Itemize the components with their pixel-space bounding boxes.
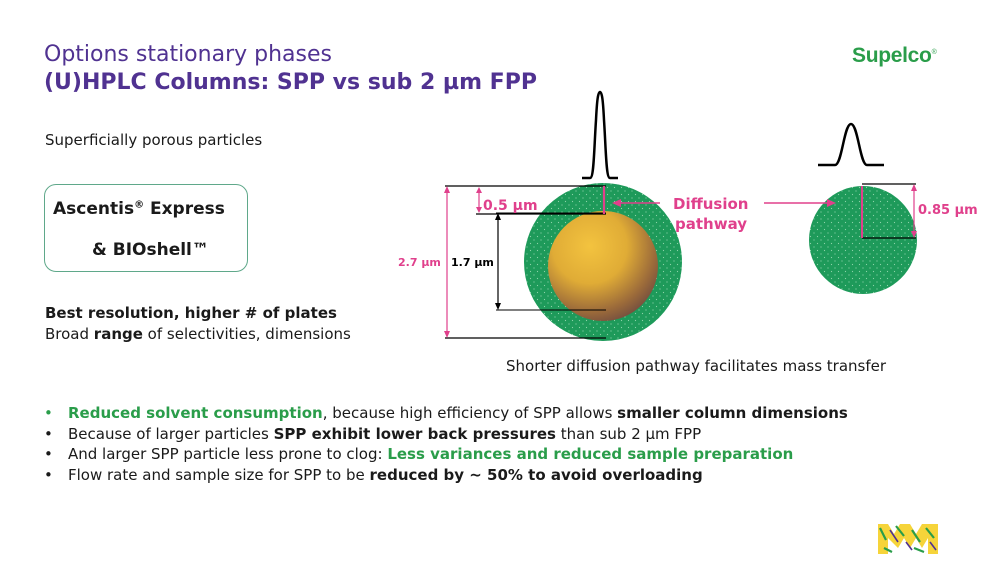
benefit-detail: Broad range of selectivities, dimensions — [45, 325, 351, 343]
total-diameter-label: 2.7 µm — [398, 256, 441, 269]
list-item: Because of larger particles SPP exhibit … — [44, 424, 848, 445]
bullet-1-text: , because high efficiency of SPP allows — [322, 404, 618, 422]
fpp-particle — [809, 186, 917, 294]
logo-registered-mark: ® — [931, 49, 937, 56]
benefit-detail-pre: Broad — [45, 325, 94, 343]
bullet-2-bold: SPP exhibit lower back pressures — [273, 424, 556, 443]
fpp-radius-label: 0.85 µm — [918, 203, 978, 218]
benefit-detail-bold: range — [93, 325, 143, 343]
particle-type-label: Superficially porous particles — [45, 131, 263, 149]
slide-title: (U)HPLC Columns: SPP vs sub 2 µm FPP — [44, 70, 537, 95]
bullet-1-bold: smaller column dimensions — [617, 404, 848, 422]
bullet-2-post: than sub 2 µm FPP — [555, 424, 702, 443]
brand-registered-mark: ® — [134, 199, 145, 211]
bullet-3-highlight: Less variances and reduced sample prepar… — [387, 445, 794, 463]
benefit-headline: Best resolution, higher # of plates — [45, 304, 337, 322]
spp-particle-core — [548, 211, 658, 321]
diagram-caption: Shorter diffusion pathway facilitates ma… — [506, 357, 887, 375]
bullet-4-bold: reduced by ~ 50% to avoid overloading — [369, 465, 703, 484]
diffusion-label-line2: pathway — [675, 215, 747, 233]
bullet-2-pre: Because of larger particles — [68, 424, 274, 443]
brand-box — [44, 184, 248, 272]
bullet-list: Reduced solvent consumption, because hig… — [44, 403, 848, 485]
particle-diagram: 0.5 µm 2.7 µm 1.7 µm Diffusion pathway 0… — [398, 90, 978, 341]
list-item: And larger SPP particle less prone to cl… — [44, 444, 848, 465]
brand-name-rest: Express — [144, 199, 225, 219]
brand-name: Ascentis — [53, 199, 135, 219]
core-diameter-label: 1.7 µm — [451, 256, 494, 269]
bullet-1-highlight: Reduced solvent consumption — [68, 404, 323, 422]
bullet-4-pre: Flow rate and sample size for SPP to be — [68, 465, 370, 484]
list-item: Flow rate and sample size for SPP to be … — [44, 465, 848, 486]
spp-peak-icon — [582, 90, 618, 180]
bullet-3-pre: And larger SPP particle less prone to cl… — [68, 445, 388, 463]
benefit-detail-post: of selectivities, dimensions — [142, 325, 351, 343]
fpp-peak-icon — [818, 122, 884, 167]
shell-thickness-label: 0.5 µm — [483, 198, 538, 214]
list-item: Reduced solvent consumption, because hig… — [44, 403, 848, 424]
merck-m-icon — [878, 524, 938, 554]
slide-subtitle: Options stationary phases — [44, 42, 332, 67]
brand-line-1: Ascentis® Express — [53, 199, 225, 219]
supelco-logo: Supelco® — [852, 44, 937, 68]
brand-line-2: & BIOshell™ — [92, 240, 209, 260]
diffusion-label-line1: Diffusion — [673, 195, 748, 213]
logo-text: Supelco — [852, 44, 932, 67]
